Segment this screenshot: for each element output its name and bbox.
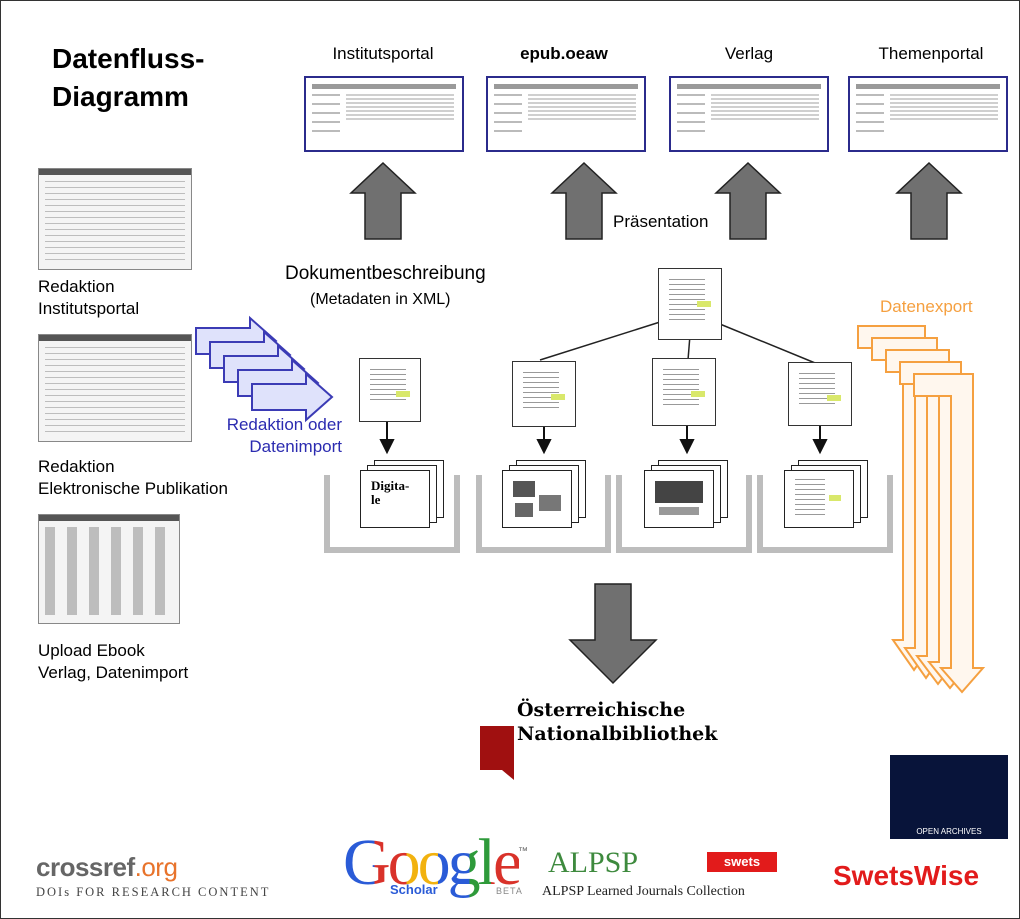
portal-label-epub: epub.oeaw xyxy=(520,44,608,63)
crossref-logo: crossref.org xyxy=(36,852,178,882)
google-tm: ™ xyxy=(518,846,528,857)
digital-doc-text-2: le xyxy=(371,492,381,507)
xml-doc-3 xyxy=(652,358,716,426)
google-beta-label: BETA xyxy=(496,886,523,896)
open-archives-text: OPEN ARCHIVES xyxy=(916,827,982,836)
portal-thumbnail-epub xyxy=(486,76,646,152)
praesentation-label: Präsentation xyxy=(613,212,709,231)
xml-doc-2 xyxy=(512,361,576,427)
portal-label-themenportal: Themenportal xyxy=(878,44,984,63)
document-stack-1: Digita- le xyxy=(360,460,450,530)
doc-description-title: Dokumentbeschreibung xyxy=(285,263,486,284)
swets-badge: swets xyxy=(707,852,777,872)
small-down-arrows xyxy=(379,418,828,455)
screenshot-upload-ebook xyxy=(38,514,180,624)
datenexport-orange-arrows xyxy=(857,325,986,694)
archive-down-arrow xyxy=(568,583,658,685)
xml-doc-root xyxy=(658,268,722,340)
document-stack-2 xyxy=(502,460,592,530)
doc-description-subtitle: (Metadaten in XML) xyxy=(310,291,451,308)
xml-doc-4 xyxy=(788,362,852,426)
onb-logo-mark xyxy=(480,726,514,780)
repository-tray-4 xyxy=(757,475,893,553)
google-scholar-label: Scholar xyxy=(390,882,438,897)
redaktion-blue-arrows xyxy=(195,315,334,423)
portal-label-verlag: Verlag xyxy=(724,44,774,63)
crossref-tagline: DOIs FOR RESEARCH CONTENT xyxy=(36,885,271,899)
alpsp-collection-label: ALPSP Learned Journals Collection xyxy=(542,884,745,899)
open-archives-logo: OPEN ARCHIVES xyxy=(890,755,1008,839)
xml-doc-1 xyxy=(359,358,421,422)
document-stack-4 xyxy=(784,460,874,530)
alpsp-logo: ALPSP xyxy=(548,846,639,879)
digital-doc-text-1: Digita- xyxy=(371,478,410,493)
document-stack-3 xyxy=(644,460,734,530)
swetswise-logo: SwetsWise xyxy=(833,860,980,891)
portal-thumbnail-themenportal xyxy=(848,76,1008,152)
datenexport-label: Datenexport xyxy=(880,297,973,316)
google-scholar-logo: Google xyxy=(343,826,522,899)
repository-tray-1 xyxy=(324,475,460,553)
repository-tray-3 xyxy=(616,475,752,553)
repository-tray-2 xyxy=(476,475,611,553)
portal-label-institutsportal: Institutsportal xyxy=(332,44,434,63)
presentation-up-arrows xyxy=(349,161,963,240)
diagram-title: Datenfluss- Diagramm xyxy=(52,43,205,112)
onb-logo-text: Österreichische Nationalbibliothek xyxy=(517,699,718,745)
portal-thumbnail-institutsportal xyxy=(304,76,464,152)
screenshot-elektronische-publikation xyxy=(38,334,192,442)
portal-thumbnail-verlag xyxy=(669,76,829,152)
screenshot-institutsportal xyxy=(38,168,192,270)
